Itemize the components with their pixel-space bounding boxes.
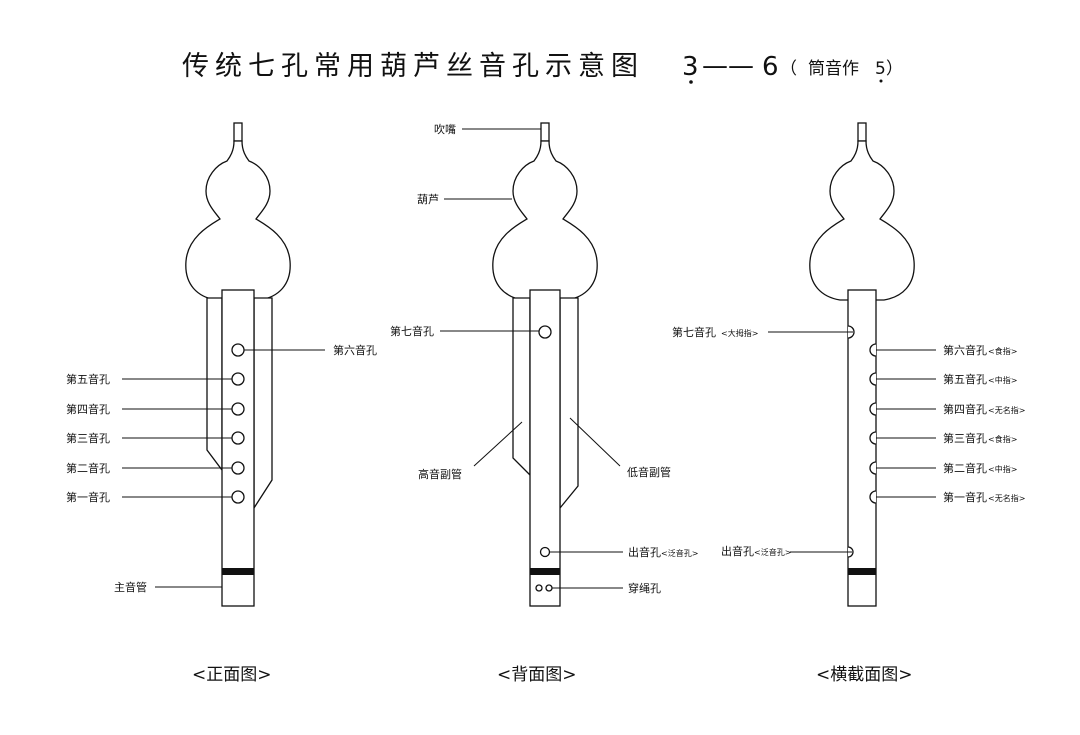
label-hole-3-finger: <食指> [988,434,1017,444]
front-view-label: <正面图> [192,665,272,685]
section-notch-4 [869,402,877,416]
label-hole-7: 第七音孔 [672,325,716,339]
back-low-pipe [559,297,579,510]
label-mouthpiece: 吹嘴 [434,123,456,136]
label-hole-1: 第一音孔 [66,490,110,504]
label-hole-4: 第四音孔 [66,402,110,416]
diagram-title: 传统七孔常用葫芦丝音孔示意图 3 —— 6 （ 筒音作 5 ） [182,51,903,84]
label-hole-6: 第六音孔 [333,343,377,357]
back-gourd [492,122,598,301]
title-paren-open: （ [780,59,797,79]
title-paren-close: ） [886,59,903,79]
label-gourd: 葫芦 [417,193,439,206]
front-pipe-band [222,568,254,575]
label-hole-6: 第六音孔 [943,343,987,357]
front-hole-6 [231,343,245,357]
label-hole-4: 第四音孔 [943,402,987,416]
title-range-dash: —— [702,51,754,81]
label-hole-2-finger: <中指> [988,464,1017,474]
front-hole-5 [231,372,245,386]
label-hole-7: 第七音孔 [390,324,434,338]
label-outlet-note: <泛音孔> [661,548,698,558]
section-notch-6 [869,343,877,357]
label-hole-6-finger: <食指> [988,346,1017,356]
section-notch-5 [869,372,877,386]
section-main-pipe [847,289,877,607]
front-hole-1 [231,490,245,504]
label-outlet-hole: 出音孔 [628,545,661,559]
label-hole-3: 第三音孔 [943,431,987,445]
back-view-label: <背面图> [497,665,577,685]
back-view: 吹嘴 葫芦 第七音孔 高音副管 低音副管 出音孔 <泛音孔> 穿绳孔 <背面图> [390,122,698,685]
front-main-pipe [221,289,255,607]
back-high-pipe [512,297,531,477]
back-outlet-hole [539,546,551,558]
label-hole-5-finger: <中指> [988,375,1017,385]
back-rope-hole [545,584,553,592]
section-view-label: <横截面图> [816,665,913,685]
label-outlet-hole: 出音孔 [721,544,754,558]
label-outlet-note: <泛音孔> [754,547,791,557]
back-rope-hole [535,584,543,592]
front-view: 第六音孔 第五音孔 第四音孔 第三音孔 第二音孔 第一音孔 主音管 <正面图> [66,122,377,685]
front-hole-4 [231,402,245,416]
front-hole-2 [231,461,245,475]
section-notch-2 [869,461,877,475]
label-hole-2: 第二音孔 [943,461,987,475]
label-hole-7-finger: <大拇指> [721,328,758,338]
label-hole-5: 第五音孔 [66,372,110,386]
section-notch-3 [869,431,877,445]
title-note-text: 筒音作 [808,59,859,79]
label-low-pipe: 低音副管 [627,465,671,479]
section-gourd [809,122,915,301]
back-pipe-band [530,568,560,575]
label-rope-hole: 穿绳孔 [628,581,661,595]
front-low-pipe [253,297,273,511]
leader-line [473,421,523,467]
section-pipe-band [848,568,876,575]
title-note-value: 5 [875,59,886,79]
title-range-from: 3 [682,52,699,82]
front-high-pipe [206,297,223,472]
label-hole-4-finger: <无名指> [988,405,1025,415]
leader-line [569,417,621,467]
low-octave-dot [879,79,883,83]
label-hole-1: 第一音孔 [943,490,987,504]
label-hole-5: 第五音孔 [943,372,987,386]
front-hole-3 [231,431,245,445]
title-range-to: 6 [762,52,779,82]
back-hole-7 [538,325,552,339]
low-octave-dot [689,80,693,84]
front-gourd [185,122,291,301]
label-high-pipe: 高音副管 [418,467,462,481]
section-view: 第七音孔 <大拇指> 第六音孔 <食指> 第五音孔 <中指> 第四音孔 <无名指… [672,122,1025,685]
label-hole-2: 第二音孔 [66,461,110,475]
section-notch-1 [869,490,877,504]
label-hole-3: 第三音孔 [66,431,110,445]
title-main: 传统七孔常用葫芦丝音孔示意图 [182,51,644,82]
label-hole-1-finger: <无名指> [988,493,1025,503]
label-main-pipe: 主音管 [114,580,147,594]
